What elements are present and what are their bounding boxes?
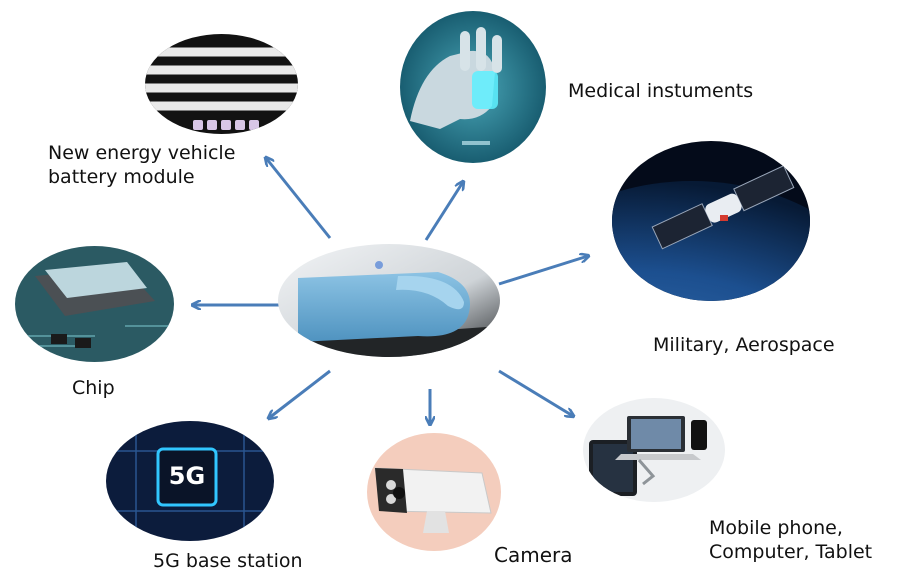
center-thermal-pad-image <box>278 244 500 357</box>
label-mobile: Mobile phone, Computer, Tablet <box>709 517 873 563</box>
camera-image <box>367 433 501 551</box>
devices-image <box>583 398 725 502</box>
chip-image <box>15 246 174 362</box>
arrow-to-station <box>269 369 331 418</box>
5g-badge-text: 5G <box>168 462 206 490</box>
satellite-earth-image <box>612 141 810 301</box>
label-battery: New energy vehicle battery module <box>48 142 236 188</box>
label-chip: Chip <box>72 377 115 399</box>
label-station: 5G base station <box>153 550 303 572</box>
arrow-to-mobile <box>498 369 573 416</box>
5g-base-station-image: 5G <box>106 421 274 541</box>
arrow-to-battery <box>266 158 332 239</box>
blue-led-dot <box>375 261 383 269</box>
medical-robot-hand-image <box>400 11 546 163</box>
arrow-to-aerospace <box>498 256 588 286</box>
battery-module-image <box>145 34 298 134</box>
label-medical: Medical instuments <box>568 80 754 102</box>
arrow-to-medical <box>424 182 463 241</box>
label-camera: Camera <box>494 543 573 567</box>
label-aerospace: Military, Aerospace <box>653 334 835 356</box>
